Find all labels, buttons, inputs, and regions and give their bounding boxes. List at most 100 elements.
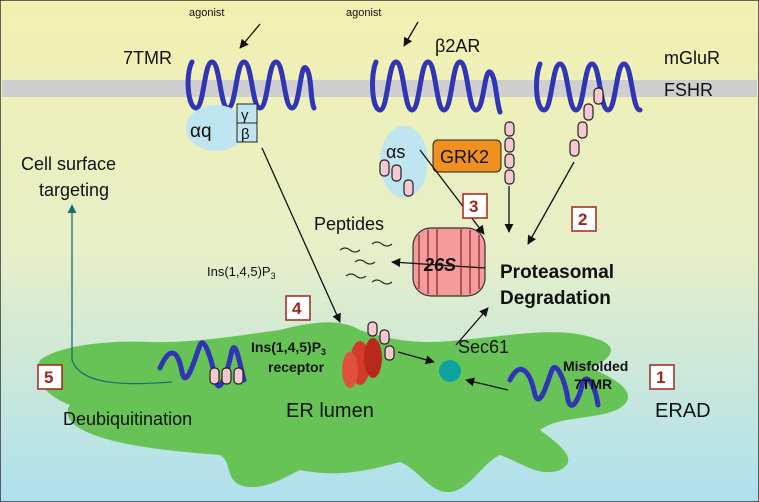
ubiquitin-tag bbox=[379, 329, 390, 345]
pathway-number-1: 1 bbox=[649, 364, 675, 390]
receptor-b2ar-group: αs GRK2 bbox=[370, 59, 515, 198]
ubiquitin-tag bbox=[379, 159, 390, 177]
misfolded-label-line1: Misfolded bbox=[563, 358, 628, 374]
deubiquitination-receptor-helices bbox=[157, 340, 247, 389]
misfolded-label-line2: 7TMR bbox=[574, 376, 612, 392]
agonist-left-label: agonist bbox=[189, 7, 224, 19]
receptor-mglur-group bbox=[534, 61, 643, 157]
ip3r-label-line1: Ins(1,4,5)P3 bbox=[251, 339, 326, 357]
er-membrane bbox=[37, 322, 629, 493]
ip3-label-text: Ins(1,4,5)P bbox=[207, 264, 271, 279]
ip3-receptor bbox=[342, 321, 395, 388]
g-protein-q bbox=[186, 105, 246, 151]
ubiquitin-tag bbox=[221, 367, 232, 385]
ubiquitin-tag bbox=[504, 121, 515, 137]
ubiquitin-tag bbox=[384, 345, 395, 361]
ubiquitin-chain-mglur bbox=[569, 87, 604, 157]
agonist-right-label: agonist bbox=[346, 7, 381, 19]
ubiquitin-tag bbox=[391, 164, 402, 182]
proteasomal-label-line2: Degradation bbox=[500, 288, 611, 309]
ip3r-label-line2: receptor bbox=[268, 359, 325, 375]
agonist-left-arrow bbox=[239, 23, 261, 49]
ubiquitin-chain-b2ar bbox=[379, 159, 414, 197]
ip3-receptor-subunit bbox=[342, 352, 358, 388]
pathway-number-box bbox=[37, 364, 63, 390]
ubiquitin-tag bbox=[233, 367, 244, 385]
grk2-box bbox=[432, 139, 502, 173]
er-lumen-label: ER lumen bbox=[286, 400, 374, 422]
proteasome-26s: 26S bbox=[412, 227, 486, 297]
pathway-number-box bbox=[649, 364, 675, 390]
ubiquitin-tag bbox=[504, 169, 515, 185]
arrow-7tmr-to-ip3r bbox=[261, 147, 341, 323]
ubiquitin-tag bbox=[367, 321, 378, 337]
peptides-label: Peptides bbox=[314, 214, 384, 234]
receptor-b2ar-label: β2AR bbox=[435, 36, 480, 56]
ubiquitin-tag bbox=[569, 139, 580, 157]
pathway-number-box bbox=[571, 206, 597, 232]
beta-label: β bbox=[241, 126, 250, 143]
receptor-7tmr-helices bbox=[185, 59, 317, 111]
peptide-fragment bbox=[354, 259, 376, 265]
receptor-7tmr-group: αq γ β bbox=[185, 59, 317, 151]
ubiquitin-tag bbox=[583, 103, 594, 121]
ubiquitin-tag bbox=[504, 137, 515, 153]
ubiquitin-tag bbox=[593, 87, 604, 105]
pathway-number-box bbox=[462, 193, 488, 219]
proteasomal-label-line1: Proteasomal bbox=[500, 262, 614, 283]
pathway-number-text: 1 bbox=[656, 368, 665, 387]
misfolded-7tmr-helices bbox=[507, 365, 601, 408]
receptor-fshr-label: FSHR bbox=[664, 80, 713, 100]
arrow-gs-to-proteasome bbox=[419, 149, 485, 235]
receptor-b2ar-helices bbox=[370, 59, 503, 115]
ip3-receptor-subunit bbox=[364, 338, 382, 378]
pathway-number-box bbox=[285, 295, 311, 321]
pathway-number-text: 5 bbox=[44, 368, 53, 387]
g-protein-s bbox=[380, 126, 428, 198]
arrow-sec61-to-degradation bbox=[455, 307, 489, 346]
ubiquitin-chain-deub bbox=[209, 367, 244, 385]
peptide-fragment bbox=[371, 241, 393, 247]
cell-surface-label-line1: Cell surface bbox=[21, 154, 116, 174]
ubiquitin-tag bbox=[504, 153, 515, 169]
alpha-s-label: αs bbox=[386, 142, 405, 162]
ip3r-label-sub: 3 bbox=[321, 347, 326, 357]
peptide-fragment bbox=[339, 247, 361, 253]
plasma-membrane bbox=[2, 80, 757, 97]
arrow-misfolded-to-sec61 bbox=[465, 377, 509, 391]
ip3-label-sub: 3 bbox=[271, 271, 276, 281]
agonist-right-arrow bbox=[403, 21, 419, 47]
receptor-mglur-helices bbox=[534, 61, 643, 113]
deubiquitination-label: Deubiquitination bbox=[63, 409, 192, 429]
sec61-channel bbox=[439, 360, 461, 382]
proteasome-body bbox=[412, 227, 486, 297]
arrow-ip3r-to-sec61 bbox=[397, 351, 435, 365]
ubiquitin-tag bbox=[403, 179, 414, 197]
ip3r-label-text: Ins(1,4,5)P bbox=[251, 339, 321, 355]
pathway-number-4: 4 bbox=[285, 295, 311, 321]
receptor-mglur-label: mGluR bbox=[664, 48, 720, 68]
peptide-fragment bbox=[371, 279, 393, 285]
proteasome-to-peptides-arrow bbox=[391, 257, 486, 269]
pathway-number-text: 2 bbox=[578, 210, 587, 229]
receptor-7tmr-label: 7TMR bbox=[123, 48, 172, 68]
pathway-number-3: 3 bbox=[462, 193, 488, 219]
arrow-deub-to-cell-surface bbox=[67, 204, 173, 385]
pathway-number-2: 2 bbox=[571, 206, 597, 232]
cell-surface-label-line2: targeting bbox=[39, 180, 109, 200]
ip3-label: Ins(1,4,5)P3 bbox=[207, 264, 276, 281]
pathway-number-text: 4 bbox=[292, 299, 302, 318]
grk2-label: GRK2 bbox=[440, 147, 489, 167]
arrow-mglur-to-degradation bbox=[527, 161, 575, 245]
sec61-label: Sec61 bbox=[458, 337, 509, 357]
peptide-fragment bbox=[345, 273, 367, 279]
erad-label: ERAD bbox=[655, 400, 711, 422]
gamma-label: γ bbox=[241, 107, 249, 124]
ubiquitin-tag bbox=[209, 367, 220, 385]
pathway-number-5: 5 bbox=[37, 364, 63, 390]
ubiquitin-tag bbox=[577, 121, 588, 139]
alpha-q-label: αq bbox=[190, 121, 212, 142]
ubiquitin-chain-grk2 bbox=[504, 121, 515, 185]
